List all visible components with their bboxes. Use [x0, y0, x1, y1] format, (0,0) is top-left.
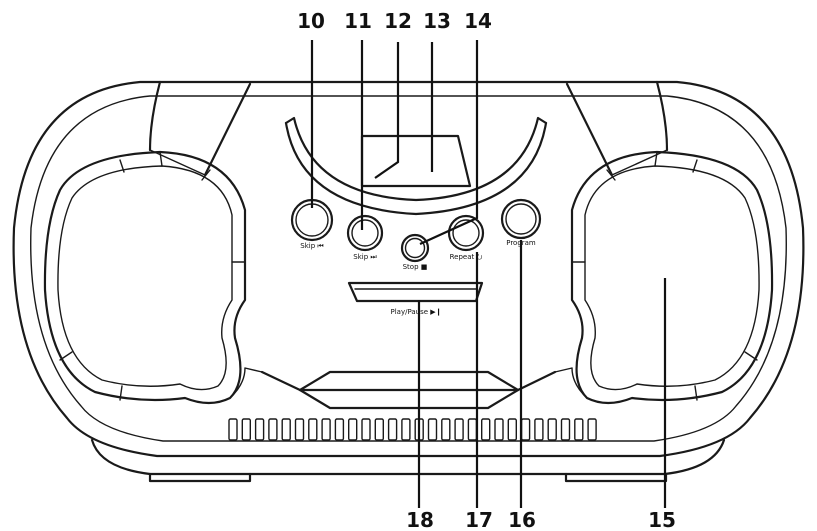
vent-slot — [587, 418, 597, 441]
vent-slot — [387, 418, 398, 441]
vent-slot — [334, 418, 345, 441]
cd-lid — [284, 116, 548, 216]
stop-label: Stop ■ — [403, 263, 428, 271]
base-feet — [90, 438, 726, 483]
top-panel — [148, 80, 669, 177]
repeat-button[interactable] — [447, 214, 485, 252]
skip-back-label: Skip ⏮ — [300, 242, 323, 250]
stop-button[interactable] — [400, 233, 430, 263]
vent-slot — [401, 418, 411, 441]
vent-slot — [294, 418, 305, 441]
play-pause-button[interactable] — [347, 281, 484, 303]
vent-slot — [281, 418, 291, 441]
vent-slot — [254, 418, 265, 441]
vent-slot — [481, 418, 491, 441]
repeat-label: Repeat ⭮ — [450, 253, 483, 261]
left-speaker — [43, 150, 263, 405]
vent-slot — [454, 418, 464, 441]
vent-slot — [507, 418, 517, 441]
leader-lines — [310, 40, 667, 508]
right-speaker — [554, 150, 774, 405]
vent-slot — [467, 418, 478, 441]
vent-slot — [268, 418, 278, 441]
callout-11: 11 — [344, 9, 372, 33]
vent-slot — [534, 418, 544, 441]
vent-slot — [560, 418, 571, 441]
callout-16: 16 — [508, 508, 536, 531]
callout-13: 13 — [423, 9, 451, 33]
vent-slot — [321, 418, 331, 441]
vent-slot — [361, 418, 371, 441]
vent-slot — [308, 418, 318, 441]
callout-15: 15 — [648, 508, 676, 531]
program-button[interactable] — [500, 198, 542, 240]
vent-slot — [241, 418, 252, 441]
vent-slot — [374, 418, 384, 441]
callout-10: 10 — [297, 9, 325, 33]
skip-forward-button[interactable] — [346, 214, 384, 252]
callout-14: 14 — [464, 9, 492, 33]
vent-slot — [441, 418, 451, 441]
vent-slot — [547, 418, 557, 441]
display-window — [360, 134, 472, 188]
play-pause-label: Play/Pause ▶❙ — [390, 308, 441, 316]
vent-slot — [574, 418, 584, 441]
skip-forward-label: Skip ⏭ — [353, 253, 377, 261]
vent-grille — [228, 418, 597, 441]
vent-slot — [427, 418, 438, 441]
vent-slot — [228, 418, 238, 441]
callout-18: 18 — [406, 508, 434, 531]
vent-slot — [494, 418, 504, 441]
vent-slot — [348, 418, 358, 441]
center-trim — [260, 370, 557, 410]
outer-body — [12, 80, 805, 458]
callout-12: 12 — [384, 9, 412, 33]
vent-slot — [520, 418, 531, 441]
callout-17: 17 — [465, 508, 493, 531]
